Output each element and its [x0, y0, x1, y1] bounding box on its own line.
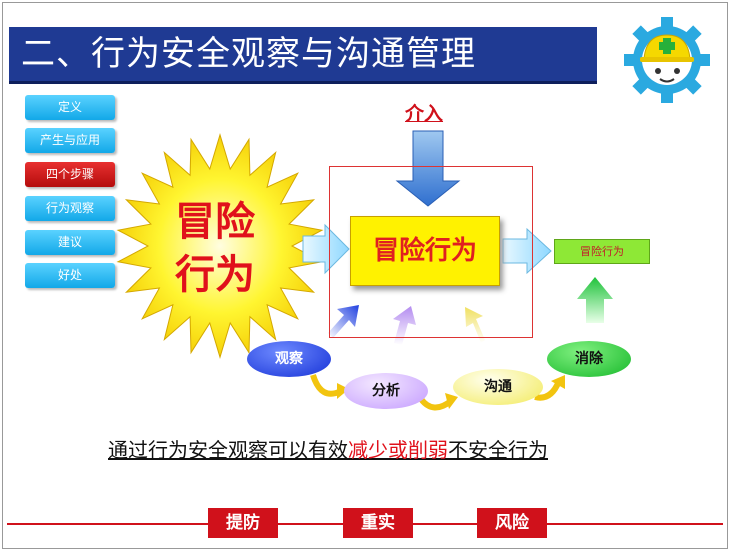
step-analyze: 分析 [344, 373, 428, 409]
sidebar-item-origin[interactable]: 产生与应用 [25, 128, 115, 153]
arrow-communicate-up [465, 307, 485, 343]
sidebar-item-definition[interactable]: 定义 [25, 95, 115, 120]
arrow-eliminate-up [577, 277, 613, 323]
starburst-shape [116, 133, 324, 359]
arrow-layer [302, 130, 613, 411]
starburst-label-line2: 行为 [175, 252, 255, 298]
summary-sentence: 通过行为安全观察可以有效减少或削弱不安全行为 [108, 434, 548, 463]
arrow-to-result [502, 227, 552, 275]
page-title: 二、行为安全观察与沟通管理 [21, 34, 476, 74]
footer-button-caution[interactable]: 提防 [208, 508, 278, 538]
arrow-to-center [302, 223, 350, 275]
footer-button-risk[interactable]: 风险 [477, 508, 547, 538]
curved-arrow-2 [418, 397, 453, 411]
safety-helmet-gear-logo [624, 17, 710, 103]
result-risk-behavior-box: 冒险行为 [554, 239, 650, 264]
step-eliminate: 消除 [547, 341, 631, 377]
arrow-intervene-down [395, 130, 461, 207]
title-bar: 二、行为安全观察与沟通管理 [9, 27, 597, 84]
sidebar-item-behavior-observation[interactable]: 行为观察 [25, 196, 115, 221]
curved-arrow-1 [310, 374, 343, 397]
summary-prefix: 通过行为安全观察可以有效 [108, 438, 348, 462]
starburst-label-line1: 冒险 [175, 199, 255, 245]
footer-button-emphasis[interactable]: 重实 [343, 508, 413, 538]
center-risk-behavior-box: 冒险行为 [350, 216, 500, 286]
intervene-label: 介入 [405, 103, 444, 125]
step-communicate: 沟通 [453, 369, 543, 405]
arrow-observe-diag [328, 305, 359, 338]
intervention-frame [329, 166, 533, 338]
sidebar-item-four-steps[interactable]: 四个步骤 [25, 162, 115, 187]
step-observe: 观察 [247, 341, 331, 377]
summary-suffix: 不安全行为 [448, 438, 548, 462]
arrow-analyze-up [393, 306, 416, 345]
sidebar-item-benefits[interactable]: 好处 [25, 263, 115, 288]
sidebar-item-suggestions[interactable]: 建议 [25, 230, 115, 255]
summary-emphasis: 减少或削弱 [348, 438, 448, 462]
